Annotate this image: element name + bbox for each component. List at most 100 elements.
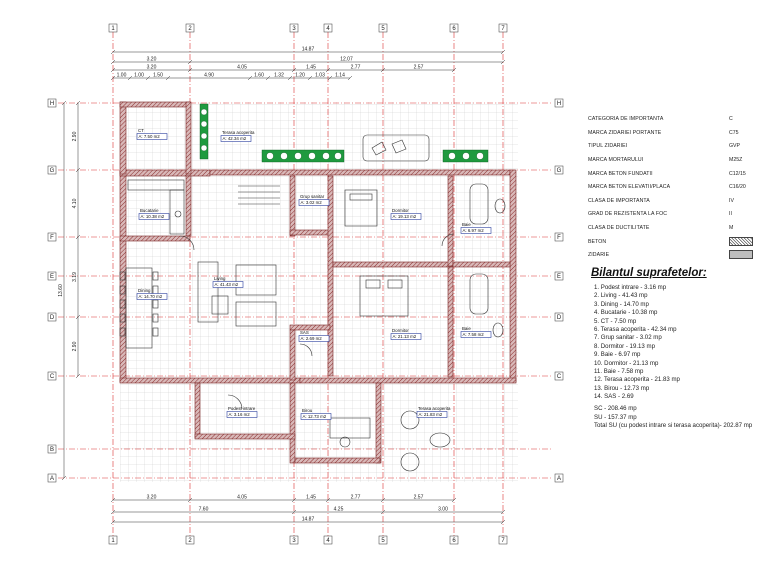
bilant-item: 6. Terasa acoperita - 42.34 mp bbox=[594, 326, 677, 334]
axis-bubble-right-F: F bbox=[554, 232, 564, 242]
svg-text:6: 6 bbox=[452, 26, 456, 32]
svg-text:2: 2 bbox=[188, 26, 192, 32]
dim-bottom-sub: 3.00 bbox=[438, 507, 448, 513]
svg-text:F: F bbox=[50, 235, 54, 241]
planters bbox=[199, 103, 489, 163]
room-name: Bucatarie bbox=[140, 208, 159, 213]
axis-bubble-right-C: C bbox=[554, 371, 564, 381]
axis-bubble-G: G bbox=[47, 165, 57, 175]
svg-text:7: 7 bbox=[501, 26, 505, 32]
bilant-item: 8. Dormitor - 19.13 mp bbox=[594, 342, 655, 350]
room-area: A: 14.70 m2 bbox=[139, 294, 163, 299]
axis-bubble-1: 1 bbox=[108, 535, 118, 545]
room-name: Dormitor bbox=[392, 208, 409, 213]
legend-value: C16/20 bbox=[729, 184, 746, 191]
svg-text:2: 2 bbox=[188, 538, 192, 544]
dim-top-small: 1.32 bbox=[274, 73, 284, 79]
legend-value: M25Z bbox=[729, 156, 743, 163]
room-area: A: 3.16 m2 bbox=[229, 412, 251, 417]
total-sc: SC - 208.46 mp bbox=[594, 405, 637, 412]
bilant-item: 9. Baie - 6.97 mp bbox=[594, 351, 641, 359]
svg-text:H: H bbox=[557, 101, 561, 107]
legend-value: IV bbox=[729, 197, 734, 204]
legend-value: II bbox=[729, 211, 732, 218]
legend-row: ZIDARIE bbox=[588, 249, 773, 263]
axis-bubble-4: 4 bbox=[323, 23, 333, 33]
legend-label: ZIDARIE bbox=[588, 252, 610, 259]
dim-bottom-chain: 2.77 bbox=[351, 495, 361, 501]
room-name: Living bbox=[214, 276, 226, 281]
svg-text:G: G bbox=[557, 168, 562, 174]
room-area: A: 10.38 m2 bbox=[141, 214, 165, 219]
axis-bubble-right-H: H bbox=[554, 98, 564, 108]
room-name: CT bbox=[138, 128, 144, 133]
room-area: A: 41.43 m2 bbox=[215, 282, 239, 287]
dim-bottom-chain: 4.05 bbox=[237, 495, 247, 501]
legend-value: C bbox=[729, 116, 733, 123]
bilant-item: 13. Birou - 12.73 mp bbox=[594, 384, 650, 392]
dim-top-chain: 3.20 bbox=[147, 65, 157, 71]
axis-bubble-2: 2 bbox=[185, 535, 195, 545]
dim-bottom-chain: 2.57 bbox=[414, 495, 424, 501]
beton-swatch bbox=[729, 236, 753, 246]
legend-label: CLASA DE DUCTILITATE bbox=[588, 224, 650, 231]
svg-text:D: D bbox=[557, 315, 562, 321]
dim-bottom-overall: 14.87 bbox=[302, 517, 315, 523]
axis-bubble-right-D: D bbox=[554, 312, 564, 322]
bilant-item: 11. Baie - 7.58 mp bbox=[594, 368, 644, 376]
total-su: SU - 157.37 mp bbox=[594, 413, 637, 421]
bilant-item: 4. Bucatarie - 10.38 mp bbox=[594, 309, 658, 317]
svg-text:6: 6 bbox=[452, 538, 456, 544]
svg-text:B: B bbox=[50, 447, 54, 453]
dim-top-small: 4.90 bbox=[204, 73, 214, 79]
legend-row: CLASA DE IMPORTANTA IV bbox=[588, 195, 773, 209]
legend-label: MARCA BETON FUNDATII bbox=[588, 170, 653, 177]
axis-bubble-2: 2 bbox=[185, 23, 195, 33]
axis-bubble-4: 4 bbox=[323, 535, 333, 545]
room-area: A: 21.83 m2 bbox=[419, 412, 443, 417]
room-name: Terasa acoperita bbox=[418, 406, 451, 411]
room-area: A: 12.73 m2 bbox=[303, 414, 327, 419]
bilant-title: Bilantul suprafetelor: bbox=[591, 267, 707, 279]
bilant-item: 3. Dining - 14.70 mp bbox=[594, 300, 649, 308]
furniture bbox=[119, 134, 506, 472]
svg-text:A: A bbox=[50, 476, 54, 482]
legend-label: CLASA DE IMPORTANTA bbox=[588, 197, 650, 204]
total-su-full: Total SU (cu podest intrare si terasa ac… bbox=[594, 422, 753, 430]
svg-text:4: 4 bbox=[326, 538, 330, 544]
bilant-totals: SC - 208.46 mp SU - 157.37 mp Total SU (… bbox=[594, 405, 752, 431]
axis-bubble-F: F bbox=[47, 232, 57, 242]
legend-value: GVP bbox=[729, 143, 740, 150]
bilant-item: 12. Terasa acoperita - 21.83 mp bbox=[594, 376, 680, 384]
svg-text:7: 7 bbox=[501, 538, 505, 544]
room-area: A: 7.58 m2 bbox=[463, 332, 485, 337]
legend-label: BETON bbox=[588, 238, 607, 245]
axis-bubble-D: D bbox=[47, 312, 57, 322]
room-name: Dining bbox=[138, 288, 151, 293]
svg-text:E: E bbox=[50, 274, 54, 280]
svg-text:4: 4 bbox=[326, 26, 330, 32]
axis-bubble-5: 5 bbox=[378, 23, 388, 33]
svg-text:C: C bbox=[557, 374, 562, 380]
dim-top-small: 1.60 bbox=[254, 73, 264, 79]
room-area: A: 6.97 m2 bbox=[463, 228, 485, 233]
bilant-item: 1. Podest intrare - 3.16 mp bbox=[594, 284, 667, 291]
dim-top-chain: 4.05 bbox=[237, 65, 247, 71]
svg-text:H: H bbox=[50, 101, 54, 107]
svg-text:E: E bbox=[557, 274, 561, 280]
